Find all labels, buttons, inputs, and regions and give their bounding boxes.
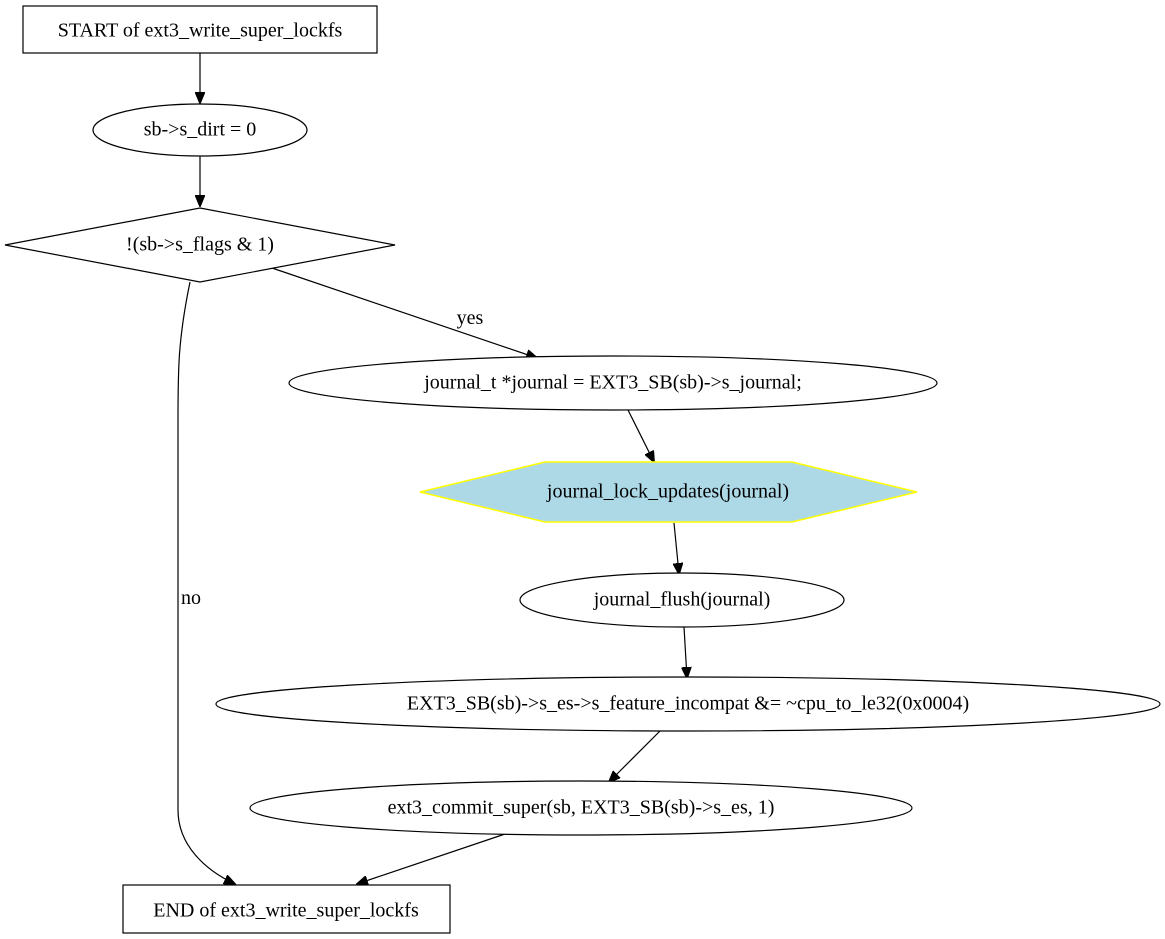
node-dirt: sb->s_dirt = 0 bbox=[92, 103, 308, 157]
edge-feature-to-commit bbox=[609, 729, 662, 782]
node-journal-assign: journal_t *journal = EXT3_SB(sb)->s_jour… bbox=[288, 355, 938, 411]
edge-label-no: no bbox=[181, 587, 201, 609]
node-commit-label: ext3_commit_super(sb, EXT3_SB(sb)->s_es,… bbox=[388, 797, 775, 819]
node-start: START of ext3_write_super_lockfs bbox=[22, 5, 378, 54]
node-lock-updates: journal_lock_updates(journal) bbox=[419, 461, 918, 523]
node-condition: !(sb->s_flags & 1) bbox=[4, 207, 396, 283]
edge-cond-yes bbox=[271, 267, 537, 358]
node-lock-updates-label: journal_lock_updates(journal) bbox=[546, 481, 789, 503]
node-dirt-label: sb->s_dirt = 0 bbox=[144, 119, 257, 141]
node-feature: EXT3_SB(sb)->s_es->s_feature_incompat &=… bbox=[215, 676, 1161, 732]
edge-label-yes: yes bbox=[457, 307, 484, 329]
node-end: END of ext3_write_super_lockfs bbox=[122, 884, 451, 934]
edge-journal-to-lock bbox=[627, 409, 654, 462]
node-commit: ext3_commit_super(sb, EXT3_SB(sb)->s_es,… bbox=[249, 780, 913, 836]
node-flush: journal_flush(journal) bbox=[519, 572, 845, 628]
node-journal-assign-label: journal_t *journal = EXT3_SB(sb)->s_jour… bbox=[423, 372, 802, 394]
node-flush-label: journal_flush(journal) bbox=[593, 589, 771, 611]
node-end-label: END of ext3_write_super_lockfs bbox=[153, 900, 419, 922]
edge-cond-no bbox=[177, 281, 235, 884]
node-feature-label: EXT3_SB(sb)->s_es->s_feature_incompat &=… bbox=[407, 693, 969, 715]
edges bbox=[177, 53, 687, 884]
edge-lock-to-flush bbox=[674, 522, 679, 574]
edge-flush-to-feature bbox=[684, 626, 687, 678]
node-condition-label: !(sb->s_flags & 1) bbox=[126, 234, 274, 256]
edge-commit-to-end bbox=[357, 833, 506, 884]
node-start-label: START of ext3_write_super_lockfs bbox=[58, 20, 343, 42]
